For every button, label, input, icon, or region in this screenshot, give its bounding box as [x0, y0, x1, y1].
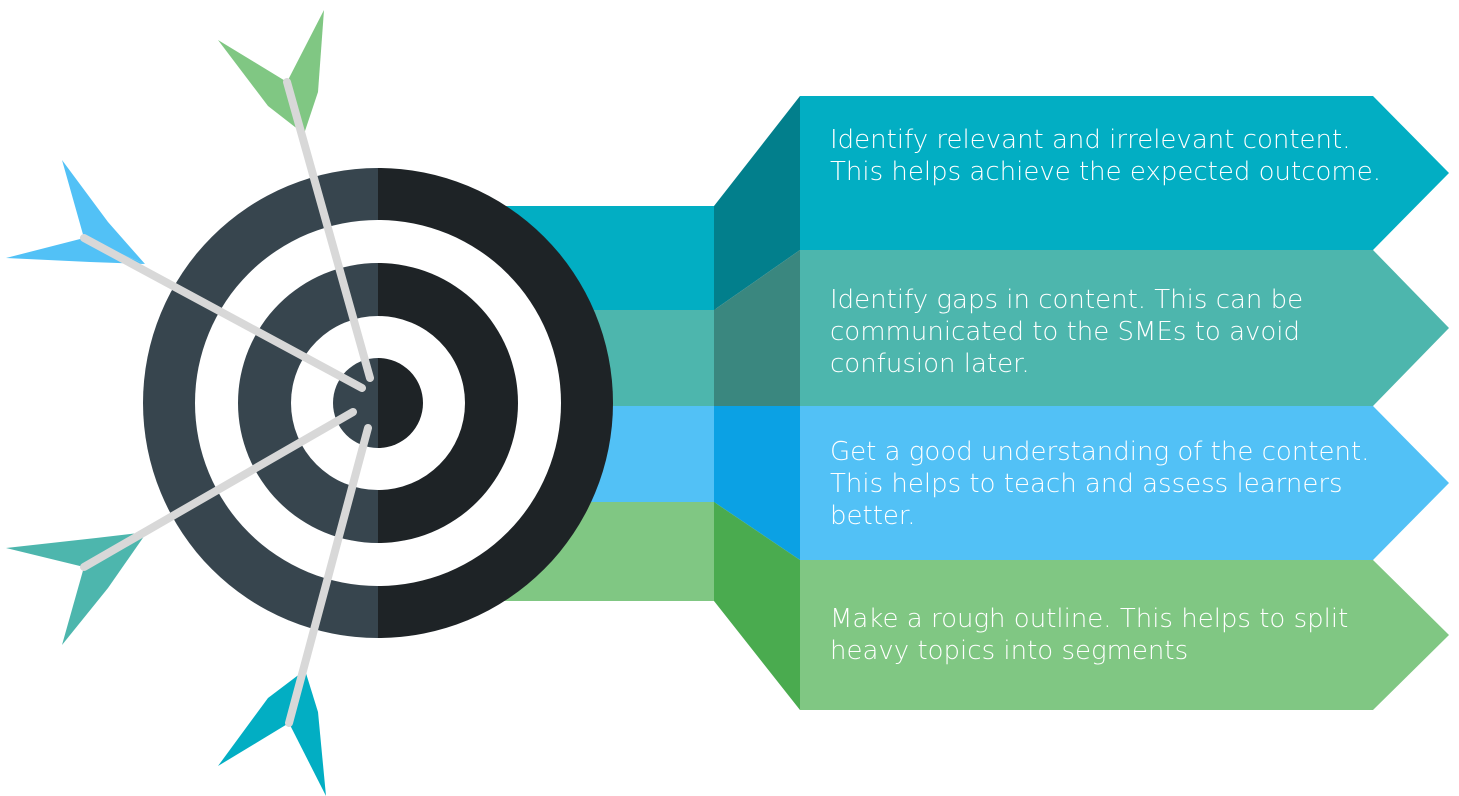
arrow-teal-icon: [6, 408, 357, 645]
ribbon-fold-1: [714, 250, 800, 406]
step-4-text: Make a rough outline. This helps to spli…: [830, 604, 1349, 666]
ribbon-panels: [800, 96, 1449, 710]
arrow-blue-icon: [6, 160, 366, 392]
ribbon-panel-3: [800, 560, 1449, 710]
ribbon-fold-2: [714, 406, 800, 560]
step-3-text: Get a good understanding of the content.…: [830, 437, 1370, 531]
target-right-half: [378, 168, 613, 638]
ribbon-panel-1: [800, 250, 1449, 406]
ribbon-folds: [714, 96, 800, 710]
ribbon-fold-3: [714, 502, 800, 710]
ribbon-panel-0: [800, 96, 1449, 250]
target-left-half: [143, 168, 378, 638]
ribbon-panel-2: [800, 406, 1449, 560]
target-icon: [143, 168, 613, 638]
arrow-green-icon: [218, 10, 374, 382]
step-1-text: Identify relevant and irrelevant content…: [830, 125, 1381, 187]
step-2-text: Identify gaps in content. This can be co…: [830, 285, 1304, 379]
arrow-cyan-icon: [218, 424, 372, 796]
ribbon-fold-0: [714, 96, 800, 310]
arrows: [6, 10, 374, 796]
